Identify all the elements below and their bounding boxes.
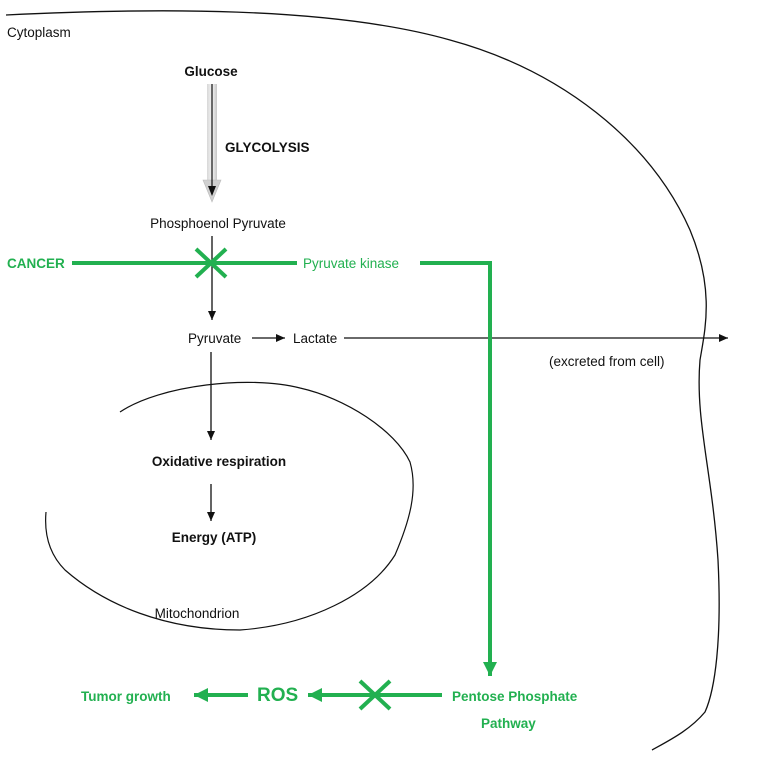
mitochondrion-outline: [45, 381, 414, 631]
lactate-label: Lactate: [293, 331, 337, 346]
ros-inhibition-cross: [358, 679, 392, 711]
glycolysis-arrow: [202, 84, 222, 203]
oxidative-respiration-label: Oxidative respiration: [152, 454, 286, 469]
pyruvate-kinase-to-ppp-arrow: [420, 261, 497, 676]
pyruvate-label: Pyruvate: [188, 331, 241, 346]
excreted-label: (excreted from cell): [549, 354, 665, 369]
cancer-label: CANCER: [7, 256, 65, 271]
ros-label: ROS: [257, 685, 298, 706]
glucose-label: Glucose: [184, 64, 238, 79]
phosphoenol-pyruvate-label: Phosphoenol Pyruvate: [150, 216, 286, 231]
pyruvate-kinase-label: Pyruvate kinase: [303, 256, 399, 271]
pentose-phosphate-label-line1: Pentose Phosphate: [452, 689, 578, 704]
pentose-phosphate-label-line2: Pathway: [481, 716, 536, 731]
tumor-growth-label: Tumor growth: [81, 689, 171, 704]
mitochondrion-label: Mitochondrion: [155, 606, 240, 621]
cell-membrane-outline: [5, 10, 720, 751]
cytoplasm-label: Cytoplasm: [7, 25, 71, 40]
energy-label: Energy (ATP): [172, 530, 257, 545]
cancer-inhibition-cross: [194, 247, 228, 279]
glycolysis-label: GLYCOLYSIS: [225, 140, 310, 155]
